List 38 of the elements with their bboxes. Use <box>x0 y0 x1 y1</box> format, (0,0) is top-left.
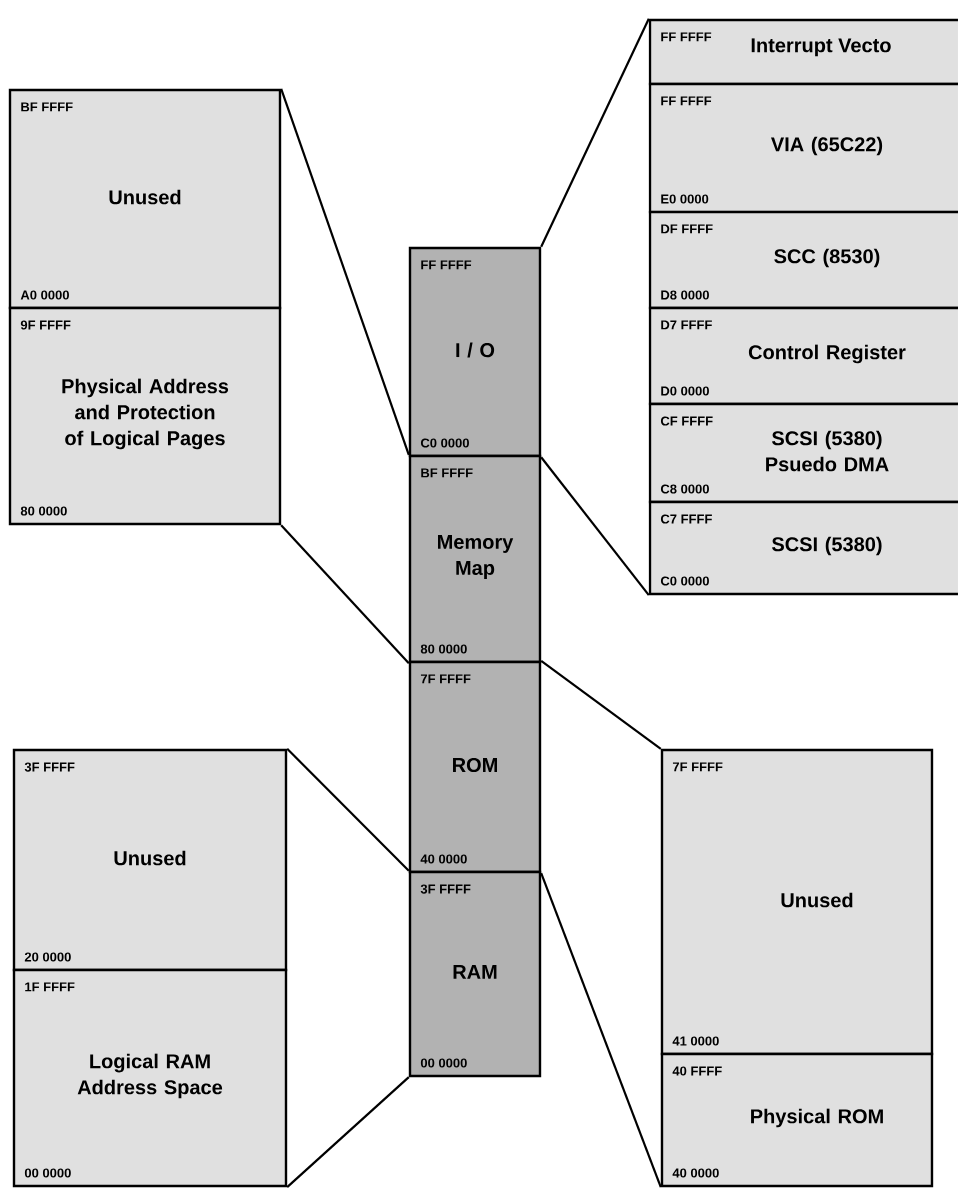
memory-block <box>408 870 542 1078</box>
region-label: SCSI (5380) Psuedo DMA <box>766 430 889 472</box>
region-label: Physical Address and Protection of Logical Pages <box>62 378 229 450</box>
memory-block <box>408 660 542 874</box>
region-label: ROM <box>453 757 497 773</box>
region-label: Unused <box>109 189 181 205</box>
region-label: Physical ROM <box>751 1108 883 1128</box>
zoom-line <box>280 524 410 664</box>
memory-block <box>12 748 288 972</box>
region-label: VIA (65C22) <box>771 136 883 156</box>
memory-block <box>408 454 542 664</box>
memory-block <box>12 968 288 1188</box>
zoom-line <box>286 1076 410 1188</box>
memory-block <box>408 246 542 458</box>
memory-block <box>648 210 958 310</box>
region-label: Logical RAM Address Space <box>77 1053 223 1099</box>
memory-block <box>648 306 958 406</box>
region-label: Unused <box>114 850 186 866</box>
region-label: Unused <box>781 892 853 908</box>
memory-block <box>648 18 958 86</box>
region-label: Control Register <box>748 344 906 364</box>
region-label: I / O <box>456 342 495 358</box>
region-label: Memory Map <box>438 535 514 579</box>
region-label: SCSI (5380) <box>771 536 882 556</box>
memory-block <box>648 500 958 596</box>
region-label: SCC (8530) <box>774 248 880 268</box>
memory-block <box>8 88 282 310</box>
zoom-line <box>540 18 650 248</box>
memory-block <box>8 306 282 526</box>
region-label: Interrupt Vecto <box>751 38 891 57</box>
zoom-line <box>540 872 662 1188</box>
zoom-line <box>280 88 410 456</box>
memory-block <box>648 402 958 504</box>
memory-block <box>660 1052 934 1188</box>
zoom-line <box>540 659 662 750</box>
region-label: RAM <box>453 965 497 979</box>
zoom-line <box>286 748 410 872</box>
zoom-line <box>540 456 650 596</box>
